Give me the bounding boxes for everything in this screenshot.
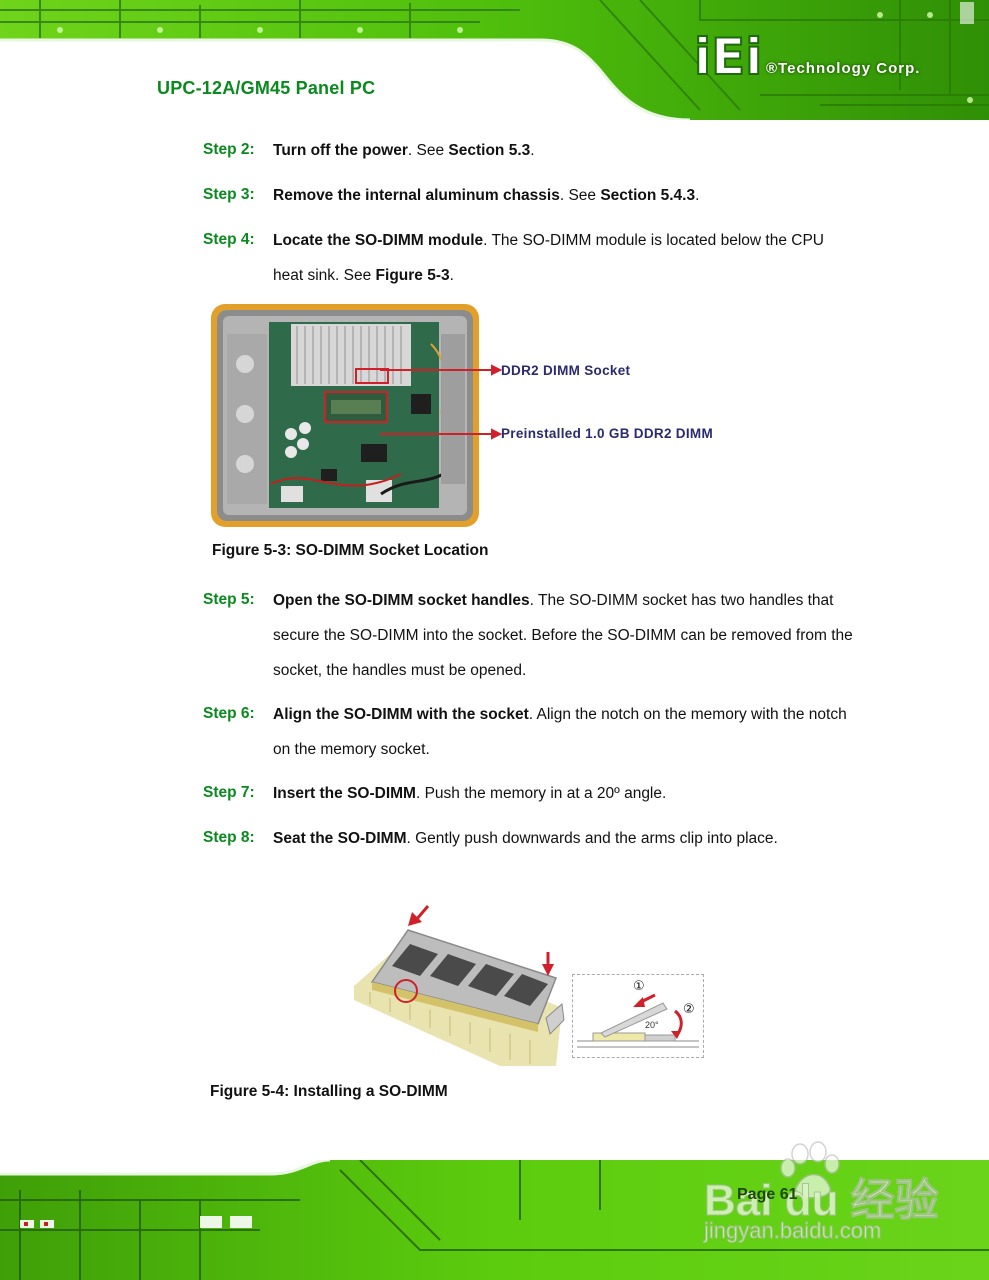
- callout-preinstalled-dimm: Preinstalled 1.0 GB DDR2 DIMM: [501, 426, 713, 441]
- callout-arrows: [380, 364, 503, 440]
- so-dimm-install-illustration: [350, 900, 565, 1070]
- step-text: Insert the SO-DIMM. Push the memory in a…: [273, 785, 667, 802]
- step-text: Open the SO-DIMM socket handles. The SO-…: [273, 592, 853, 679]
- angle-label: 20°: [645, 1020, 659, 1030]
- step-number: Step 8:: [203, 829, 255, 846]
- step-number: Step 4:: [203, 231, 255, 248]
- header-banner: [0, 0, 989, 120]
- document-title: UPC-12A/GM45 Panel PC: [157, 78, 376, 98]
- panel-pc-board-illustration: [211, 304, 479, 527]
- watermark-brand-text: Bai du 经验: [704, 1176, 940, 1226]
- brand-corp-text: ®Technology Corp.: [766, 60, 921, 77]
- callout-dimm-socket: DDR2 DIMM Socket: [501, 363, 631, 378]
- step-number: Step 7:: [203, 784, 255, 801]
- insert-angle-diagram: ① ② 20°: [572, 974, 704, 1058]
- step-marker-1: ①: [633, 978, 645, 993]
- pcb-header-graphic: [0, 0, 989, 120]
- figure-5-3-photo: [211, 304, 479, 527]
- svg-text:iEi: iEi: [694, 28, 762, 80]
- figure-5-3-caption: Figure 5-3: SO-DIMM Socket Location: [212, 542, 489, 559]
- step-text: Locate the SO-DIMM module. The SO-DIMM m…: [273, 232, 824, 284]
- step-number: Step 3:: [203, 186, 255, 203]
- baidu-watermark: Bai du 经验 jingyan.baidu.com: [700, 1140, 940, 1250]
- figure-5-4-caption: Figure 5-4: Installing a SO-DIMM: [210, 1083, 448, 1100]
- step-marker-2: ②: [683, 1001, 695, 1016]
- step-text: Turn off the power. See Section 5.3.: [273, 142, 535, 159]
- insert-angle-graphic: [577, 993, 699, 1048]
- page-number: Page 61: [737, 1186, 798, 1203]
- step-text: Remove the internal aluminum chassis. Se…: [273, 187, 700, 204]
- watermark-url-text: jingyan.baidu.com: [703, 1218, 882, 1244]
- step-number: Step 5:: [203, 591, 255, 608]
- so-dimm-module-graphic: [354, 905, 565, 1066]
- iei-logo-mark-icon: iEi: [693, 27, 763, 87]
- iei-logo: iEi: [692, 27, 962, 88]
- step-text: Seat the SO-DIMM. Gently push downwards …: [273, 830, 778, 847]
- baidu-paw-icon: [780, 1141, 840, 1199]
- step-number: Step 2:: [203, 141, 255, 158]
- step-text: Align the SO-DIMM with the socket. Align…: [273, 706, 847, 758]
- step-number: Step 6:: [203, 705, 255, 722]
